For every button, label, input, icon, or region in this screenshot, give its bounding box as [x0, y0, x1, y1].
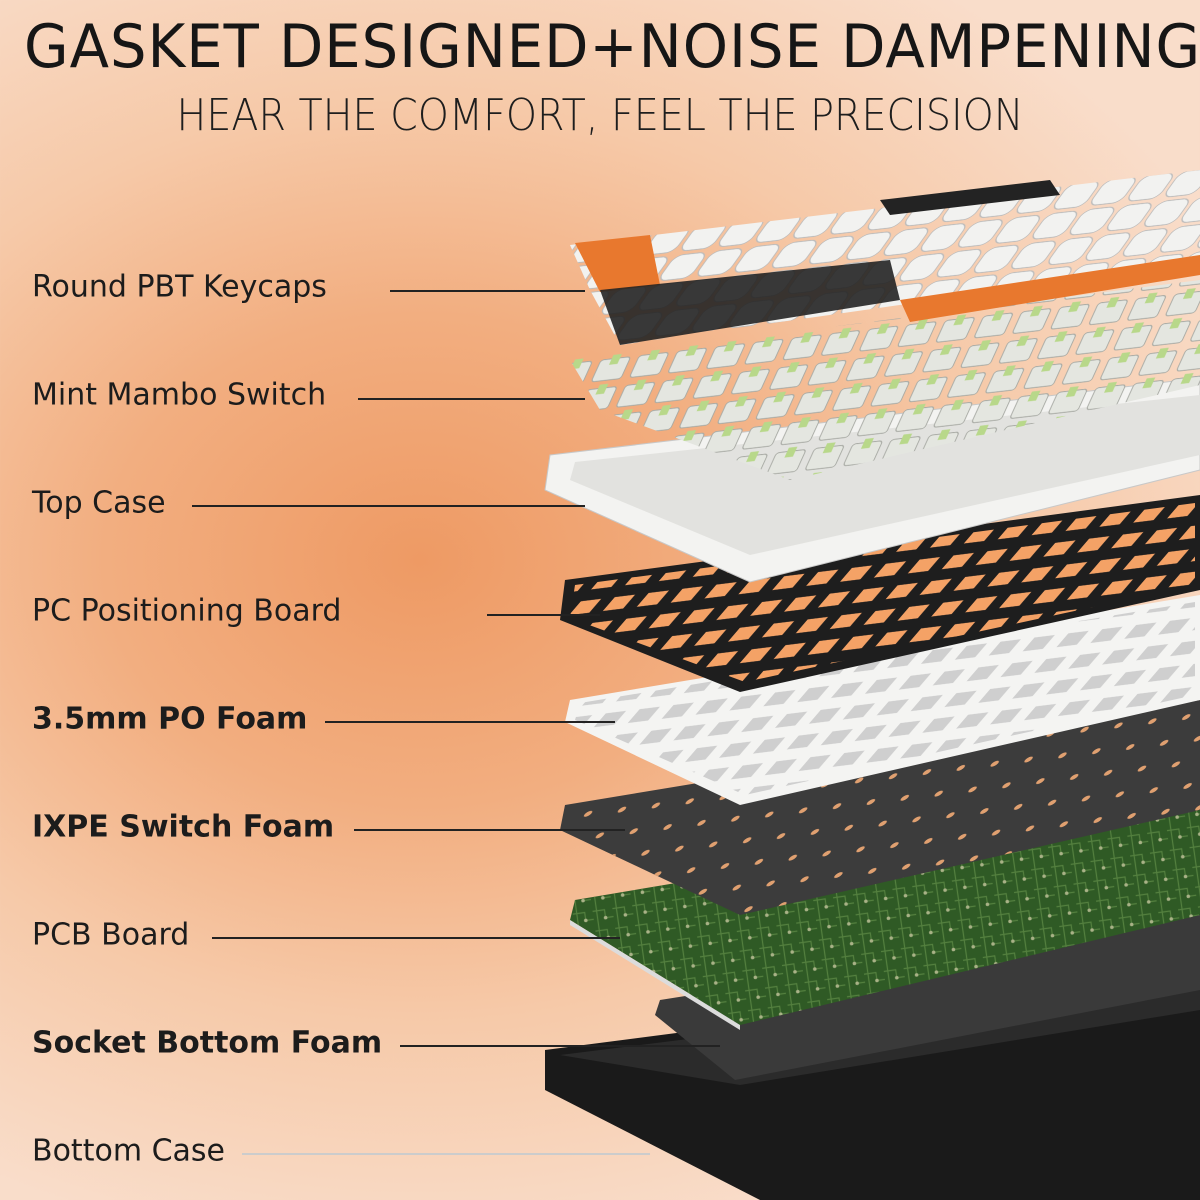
layer-label-bottom-foam: Socket Bottom Foam	[32, 1025, 383, 1061]
socket-bottom-foam-layer	[655, 915, 1200, 1080]
switches-layer	[570, 280, 1200, 480]
leader-line-ixpe-foam	[354, 829, 625, 831]
leader-line-pcb	[212, 937, 620, 939]
layer-label-positioning-board: PC Positioning Board	[32, 593, 342, 629]
layer-label-switch: Mint Mambo Switch	[32, 377, 327, 413]
layer-label-keycaps: Round PBT Keycaps	[32, 269, 327, 305]
layer-label-pcb: PCB Board	[32, 917, 190, 953]
layer-label-bottom-case: Bottom Case	[32, 1133, 225, 1169]
layer-label-top-case: Top Case	[32, 485, 166, 521]
leader-line-switch	[358, 398, 585, 400]
leader-line-bottom-foam	[400, 1045, 720, 1047]
pcb-board-layer	[570, 795, 1200, 1030]
keycaps-layer	[570, 170, 1200, 345]
po-foam-layer	[565, 595, 1200, 805]
leader-line-po-foam	[325, 721, 615, 723]
ixpe-switch-foam-layer	[560, 700, 1200, 915]
pc-positioning-board-layer	[560, 495, 1200, 692]
leader-line-keycaps	[390, 290, 585, 292]
layer-label-po-foam: 3.5mm PO Foam	[32, 701, 308, 737]
leader-line-positioning-board	[487, 614, 600, 616]
subheadline: HEAR THE COMFORT, FEEL THE PRECISION	[176, 90, 1024, 141]
layer-label-ixpe-foam: IXPE Switch Foam	[32, 809, 335, 845]
headline: GASKET DESIGNED+NOISE DAMPENING	[24, 12, 1200, 82]
leader-line-bottom-case	[242, 1153, 650, 1155]
leader-line-top-case	[192, 505, 585, 507]
